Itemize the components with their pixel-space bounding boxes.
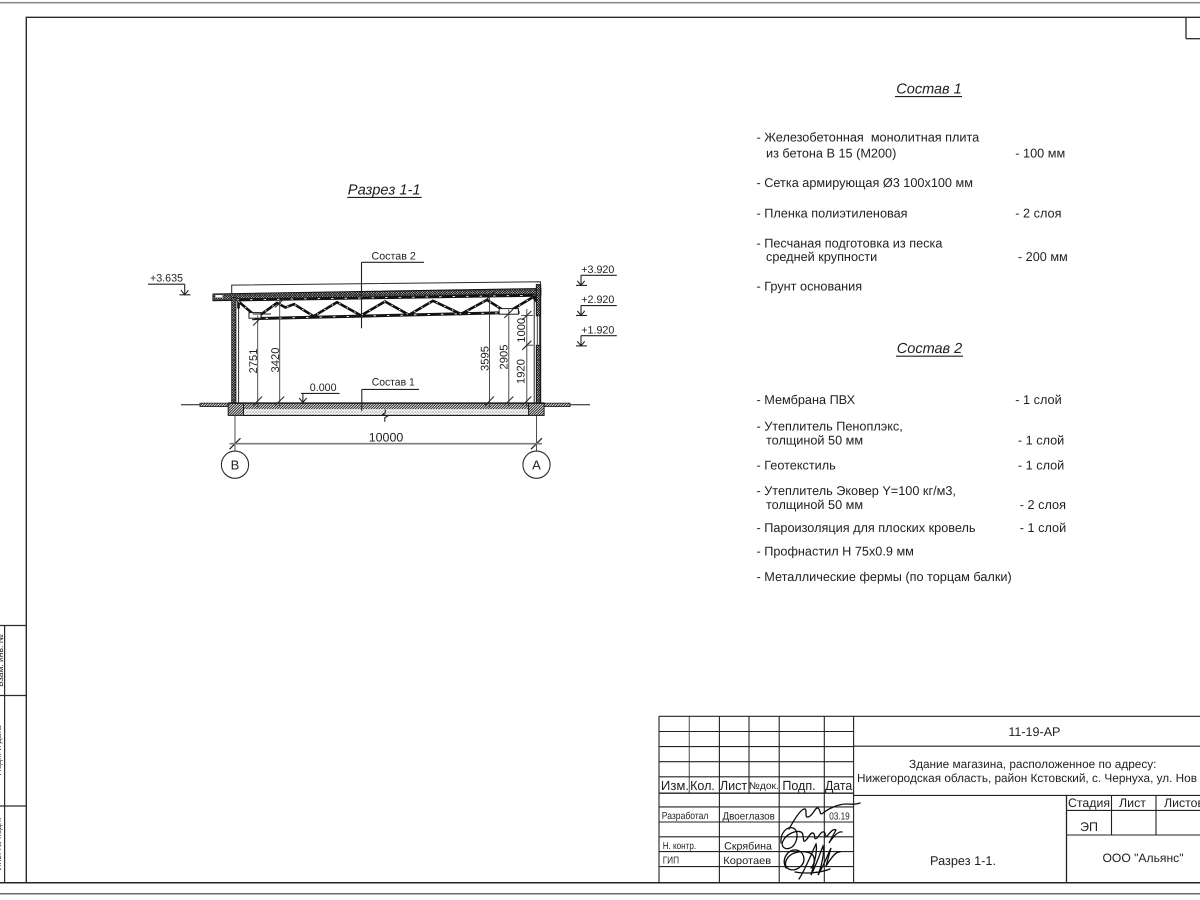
svg-text:Подп.: Подп.: [782, 778, 815, 793]
svg-text:Взам. инв. №: Взам. инв. №: [0, 634, 5, 687]
svg-text:- 1 слой: - 1 слой: [1015, 393, 1061, 407]
svg-text:ГИП: ГИП: [663, 856, 679, 867]
svg-text:- Грунт основания: - Грунт основания: [757, 280, 863, 294]
svg-text:Разрез 1-1.: Разрез 1-1.: [930, 854, 996, 868]
svg-text:Кол.: Кол.: [690, 778, 715, 793]
svg-text:Разработал: Разработал: [662, 811, 709, 822]
svg-text:- Сетка армирующая Ø3 100х100: - Сетка армирующая Ø3 100х100 мм: [757, 176, 973, 190]
svg-text:11-19-АР: 11-19-АР: [1008, 725, 1060, 739]
svg-text:из бетона В 15 (М200): из бетона В 15 (М200): [766, 146, 896, 160]
svg-text:Разрез 1-1: Разрез 1-1: [348, 182, 421, 198]
svg-text:Скрябина: Скрябина: [724, 840, 772, 852]
svg-text:- 2 слоя: - 2 слоя: [1020, 498, 1066, 512]
svg-text:- 1 слой: - 1 слой: [1020, 521, 1066, 535]
svg-text:+3.920: +3.920: [581, 264, 614, 276]
svg-text:Двоеглазов: Двоеглазов: [723, 811, 776, 823]
svg-text:- 1 слой: - 1 слой: [1018, 458, 1064, 472]
svg-text:А: А: [532, 457, 541, 472]
svg-text:1920: 1920: [516, 359, 528, 384]
svg-text:Н. контр.: Н. контр.: [663, 841, 696, 852]
svg-text:- 100 мм: - 100 мм: [1015, 146, 1065, 160]
svg-text:толщиной 50 мм: толщиной 50 мм: [766, 498, 863, 512]
svg-text:2751: 2751: [248, 349, 260, 374]
svg-text:0.000: 0.000: [310, 382, 337, 394]
svg-text:- Песчаная подготовка из песка: - Песчаная подготовка из песка: [757, 237, 944, 251]
svg-text:- Утеплитель Эковер Y=100 кг/м: - Утеплитель Эковер Y=100 кг/м3,: [757, 484, 956, 498]
svg-text:2905: 2905: [498, 345, 510, 370]
svg-text:- 200 мм: - 200 мм: [1018, 250, 1068, 264]
svg-text:Лист: Лист: [720, 778, 747, 793]
svg-text:- Пароизоляция для плоских кро: - Пароизоляция для плоских кровель: [757, 521, 976, 535]
svg-text:Состав 1: Состав 1: [896, 81, 961, 97]
svg-text:Листов: Листов: [1164, 796, 1200, 810]
svg-text:Нижегородская область, район К: Нижегородская область, район Кстовский, …: [857, 771, 1197, 785]
svg-text:ЭП: ЭП: [1080, 820, 1098, 834]
svg-text:№док.: №док.: [749, 781, 779, 792]
svg-text:Состав 2: Состав 2: [372, 250, 416, 262]
svg-text:- 1 слой: - 1 слой: [1018, 434, 1064, 448]
svg-text:- Мембрана ПВХ: - Мембрана ПВХ: [757, 393, 856, 407]
svg-text:+3.635: +3.635: [150, 273, 183, 285]
svg-text:3595: 3595: [480, 346, 492, 371]
svg-text:средней крупности: средней крупности: [766, 250, 877, 264]
svg-text:- Профнастил Н 75х0.9 мм: - Профнастил Н 75х0.9 мм: [757, 545, 914, 559]
svg-text:- Пленка полиэтиленовая: - Пленка полиэтиленовая: [757, 206, 908, 220]
svg-text:Коротаев: Коротаев: [723, 855, 771, 867]
svg-text:1000: 1000: [516, 318, 528, 343]
svg-text:+2.920: +2.920: [581, 294, 614, 306]
svg-text:толщиной 50 мм: толщиной 50 мм: [766, 434, 863, 448]
svg-text:- Геотекстиль: - Геотекстиль: [757, 458, 837, 472]
svg-text:Состав 2: Состав 2: [897, 341, 962, 357]
svg-text:Здание магазина, расположенное: Здание магазина, расположенное по адресу…: [909, 757, 1157, 771]
svg-text:Подп. и дата: Подп. и дата: [0, 725, 3, 775]
svg-text:- 2 слоя: - 2 слоя: [1015, 206, 1061, 220]
svg-text:- Железобетонная монолитная п: - Железобетонная монолитная плита: [757, 130, 981, 144]
svg-text:- Металлические фермы (по торц: - Металлические фермы (по торцам балки): [757, 570, 1012, 584]
svg-text:10000: 10000: [369, 430, 404, 444]
svg-text:3420: 3420: [270, 348, 282, 373]
svg-text:Инв. № подл.: Инв. № подл.: [0, 818, 3, 871]
svg-text:Лист: Лист: [1119, 796, 1146, 810]
svg-text:ООО "Альянс": ООО "Альянс": [1103, 851, 1184, 865]
svg-text:В: В: [231, 457, 240, 472]
svg-text:Стадия: Стадия: [1068, 796, 1110, 810]
svg-text:Изм.: Изм.: [661, 778, 689, 793]
svg-text:Состав 1: Состав 1: [372, 376, 415, 388]
svg-text:+1.920: +1.920: [581, 324, 614, 336]
svg-text:Дата: Дата: [825, 778, 853, 793]
svg-text:- Утеплитель Пеноплэкс,: - Утеплитель Пеноплэкс,: [757, 420, 903, 434]
svg-text:03.19: 03.19: [829, 812, 850, 823]
